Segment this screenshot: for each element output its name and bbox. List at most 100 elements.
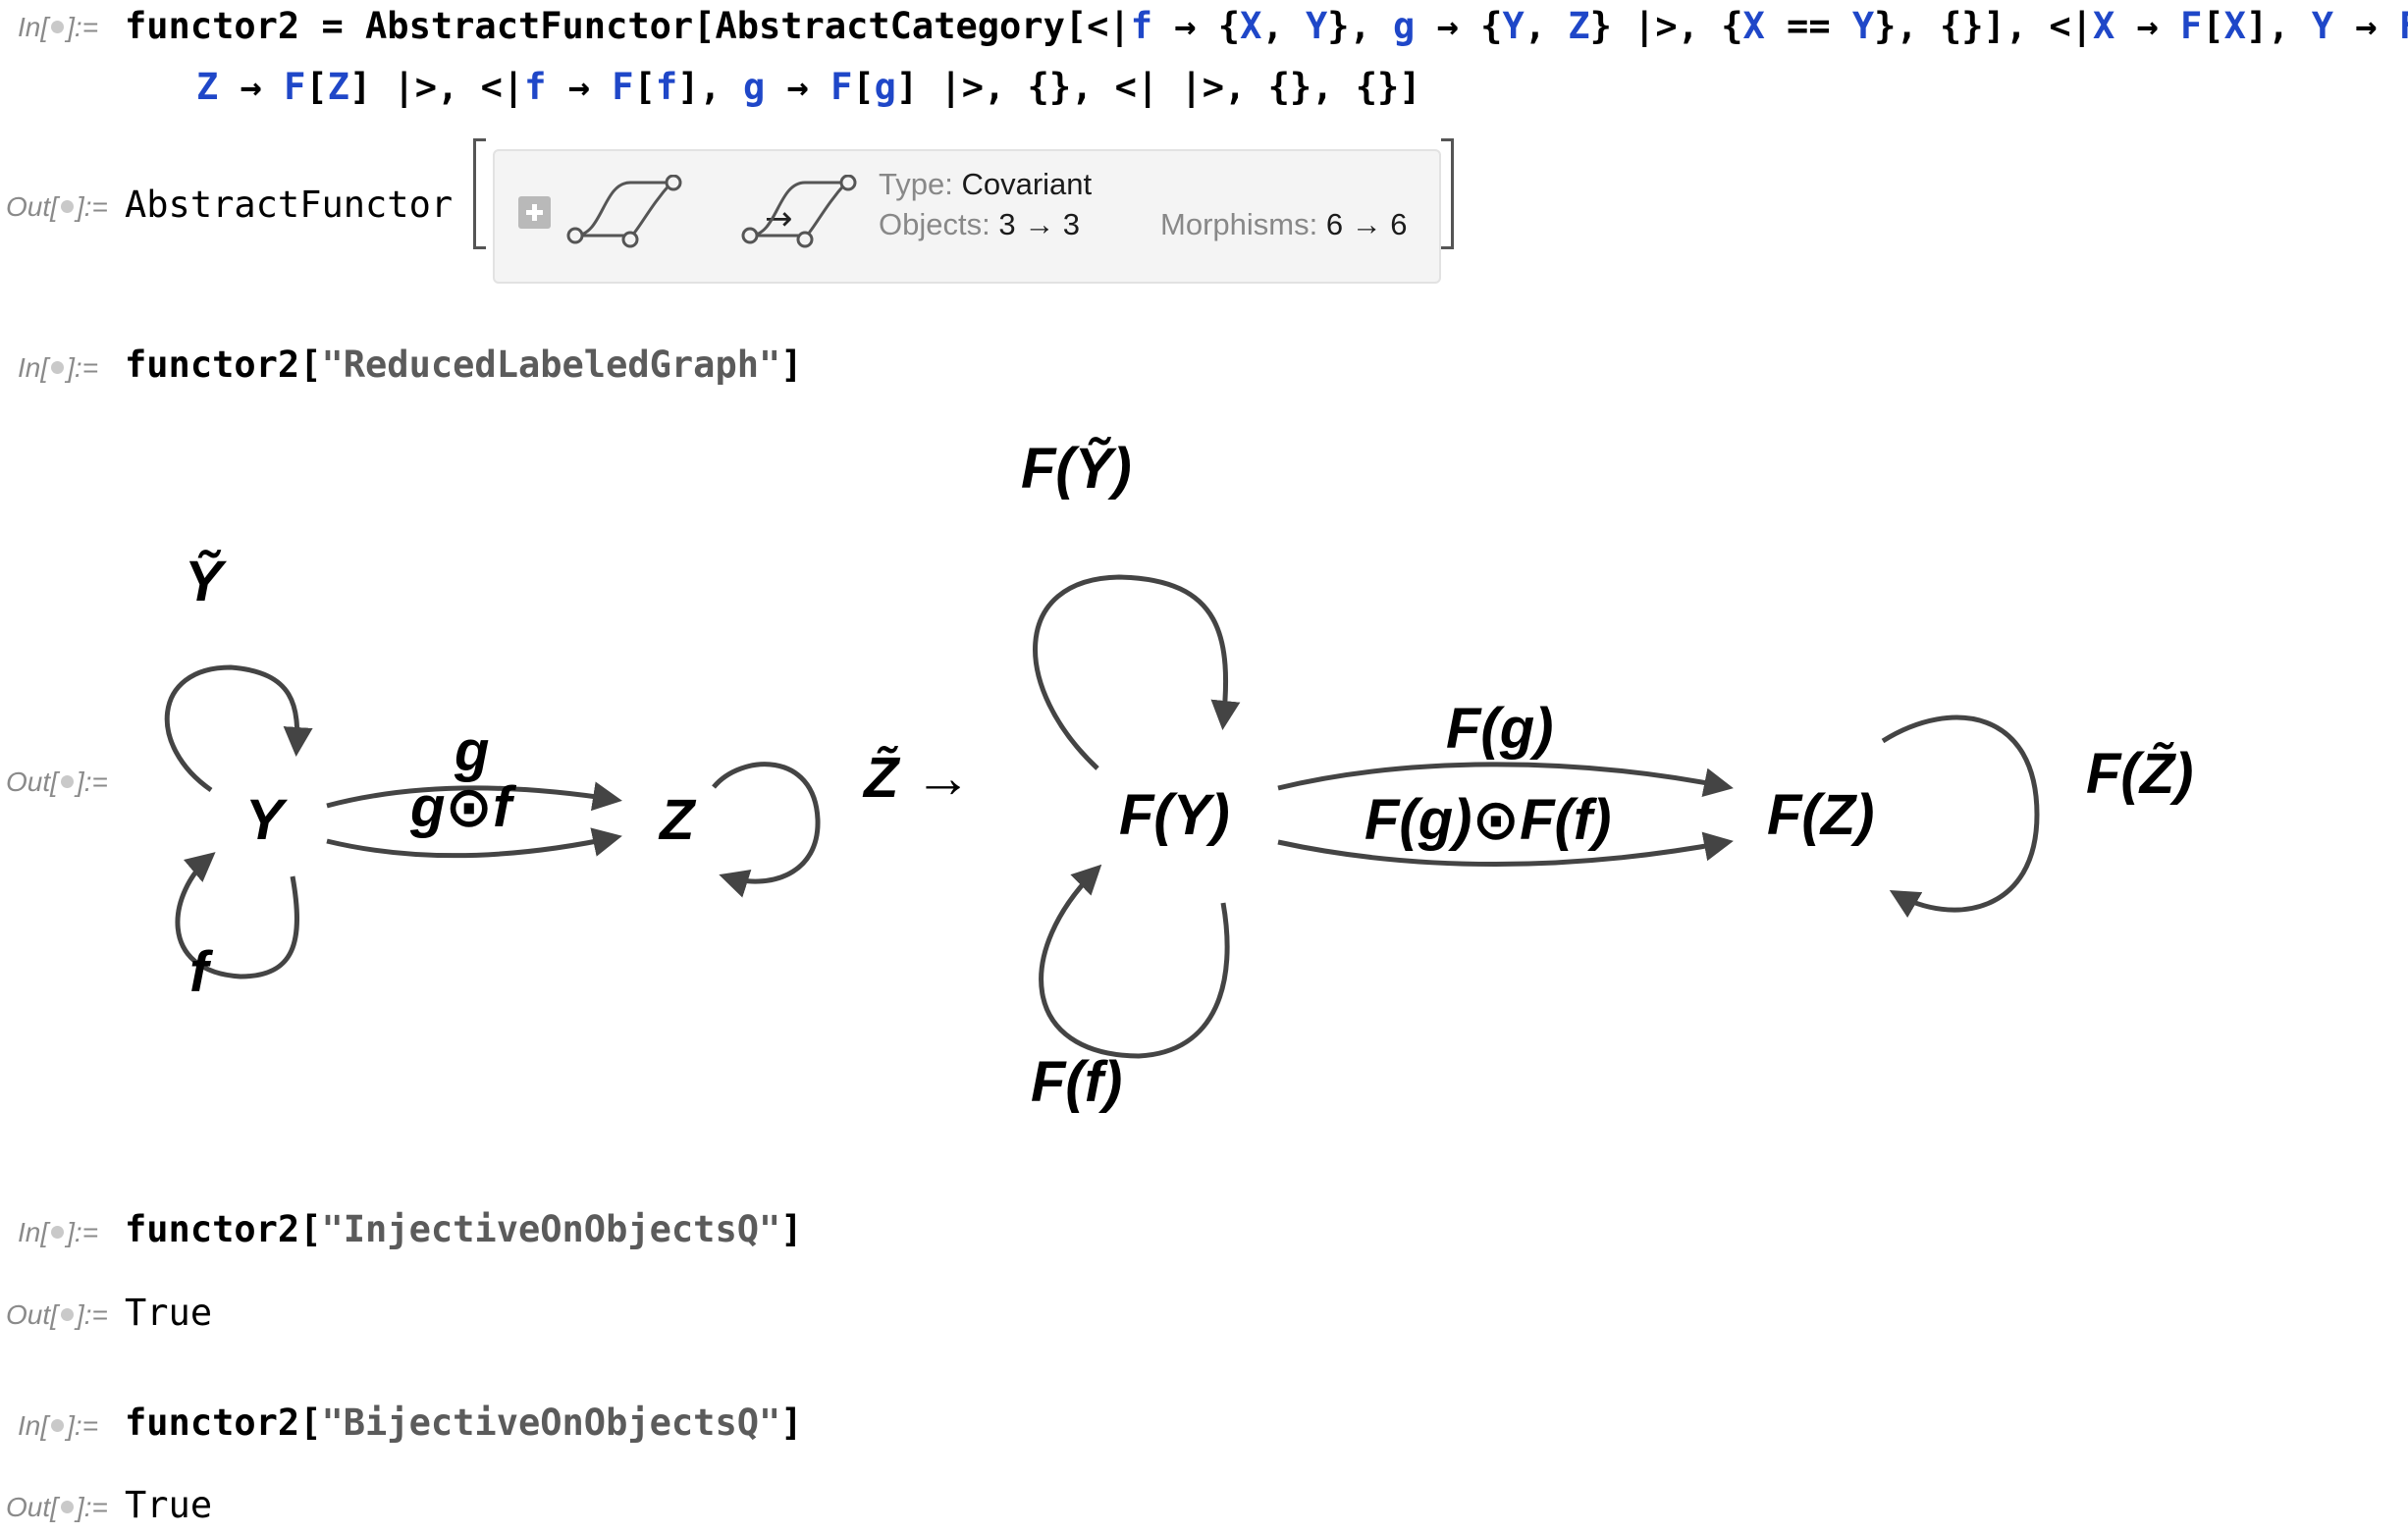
- code-symbol: g: [742, 66, 766, 108]
- edge-fg: [1277, 762, 1734, 798]
- loop-fy-bottom-edge: [1039, 864, 1230, 1059]
- loop-fy-top-edge: [1033, 574, 1241, 770]
- code-text: ],: [677, 66, 743, 108]
- loop-y-bottom-edge: [175, 852, 300, 979]
- code-symbol: F: [830, 66, 853, 108]
- code-text: [: [633, 66, 656, 108]
- output-head: AbstractFunctor: [125, 184, 454, 226]
- in-label-2: In[]:=: [18, 352, 99, 383]
- code-symbol: F: [2180, 5, 2203, 47]
- source-category-icon: [566, 175, 682, 248]
- edge-fg-circ-ff: [1277, 831, 1734, 867]
- input-bijective-on-objects[interactable]: functor2["BijectiveOnObjectsQ"]: [125, 1402, 803, 1444]
- code-symbol: f: [1130, 5, 1152, 47]
- code-text: },: [1327, 5, 1394, 47]
- code-text: →: [218, 66, 285, 108]
- in-label-1: In[]:=: [18, 12, 99, 42]
- cell-number-dot: [60, 1308, 74, 1322]
- objects-row: Objects: 3 → 3: [879, 207, 1081, 241]
- cell-number-dot: [51, 21, 65, 34]
- code-text: ,: [1261, 5, 1306, 47]
- node-z: Z: [658, 788, 697, 852]
- input-line-1[interactable]: functor2 = AbstractFunctor[AbstractCateg…: [125, 5, 2408, 47]
- label-g: g: [454, 719, 489, 783]
- code-text: ] |>, {}, <| |>, {}, {}]: [895, 66, 1421, 108]
- cell-number-dot: [51, 361, 65, 375]
- cell-number-dot: [51, 1226, 65, 1240]
- code-text: → {: [1151, 5, 1241, 47]
- code-symbol: Z: [327, 66, 349, 108]
- category-graph-icons: →: [566, 175, 857, 248]
- code-symbol: Y: [2311, 5, 2333, 47]
- loop-fz-edge: [1881, 714, 2040, 919]
- label-fy-tilde: F(Ỹ): [1021, 437, 1132, 501]
- type-row: Type: Covariant: [879, 167, 1093, 201]
- code-symbol: g: [874, 66, 896, 108]
- code-text: ,: [1524, 5, 1569, 47]
- loop-z-edge: [712, 762, 821, 898]
- out-label-2: Out[]:=: [6, 767, 108, 797]
- code-text: [: [2202, 5, 2224, 47]
- label-ff: F(f): [1031, 1050, 1122, 1114]
- code-symbol: Z: [196, 66, 219, 108]
- loop-y-top-edge: [164, 664, 313, 793]
- out-label-4: Out[]:=: [6, 1492, 108, 1522]
- close-bracket: [1441, 138, 1454, 249]
- code-symbol: X: [1742, 5, 1765, 47]
- code-symbol: X: [1240, 5, 1262, 47]
- expand-plus-icon[interactable]: [518, 196, 551, 229]
- code-text: ],: [2245, 5, 2312, 47]
- code-symbol: F: [284, 66, 306, 108]
- input-injective-on-objects[interactable]: functor2["InjectiveOnObjectsQ"]: [125, 1208, 803, 1250]
- cell-number-dot: [51, 1419, 65, 1433]
- node-fz: F(Z): [1767, 783, 1875, 847]
- functor-summary-box[interactable]: → Type: Covariant Objects: 3 → 3 Morphis…: [493, 149, 1441, 284]
- code-symbol: Z: [1568, 5, 1590, 47]
- code-symbol: f: [524, 66, 547, 108]
- code-text: →: [546, 66, 613, 108]
- code-text: }, {}], <|: [1874, 5, 2093, 47]
- code-symbol: Y: [1502, 5, 1525, 47]
- input-reduced-labeled-graph[interactable]: functor2["ReducedLabeledGraph"]: [125, 344, 803, 386]
- code-symbol: f: [655, 66, 678, 108]
- in-label-3: In[]:=: [18, 1217, 99, 1247]
- target-category-icon: [741, 175, 857, 248]
- code-symbol: Y: [1851, 5, 1875, 47]
- code-text: functor2 = AbstractFunctor[AbstractCateg…: [125, 5, 1131, 47]
- cell-number-dot: [60, 775, 74, 789]
- label-fg: F(g): [1446, 697, 1554, 761]
- code-text: ==: [1764, 5, 1852, 47]
- code-text: ] |>, <|: [348, 66, 525, 108]
- code-text: →: [2333, 5, 2399, 47]
- out-label-3: Out[]:=: [6, 1299, 108, 1330]
- code-text: →: [765, 66, 831, 108]
- label-y-tilde: Ỹ: [185, 550, 228, 613]
- code-symbol: F: [612, 66, 634, 108]
- label-fz-tilde: F(Z̃): [2086, 742, 2194, 806]
- code-symbol: g: [1393, 5, 1416, 47]
- code-text: } |>, {: [1589, 5, 1743, 47]
- cell-number-dot: [60, 1501, 74, 1514]
- code-text: → {: [1415, 5, 1503, 47]
- code-text: [: [305, 66, 328, 108]
- label-g-circ-f: g⊙f: [409, 775, 517, 839]
- edge-g: [326, 781, 622, 812]
- out-label-1: Out[]:=: [6, 191, 108, 222]
- code-symbol: X: [2223, 5, 2246, 47]
- label-z-tilde-arrow: Z̃ →: [862, 746, 972, 810]
- input-line-2[interactable]: Z → F[Z] |>, <|f → F[f], g → F[g] |>, {}…: [196, 66, 1421, 108]
- label-fg-circ-ff: F(g)⊙F(f): [1365, 788, 1611, 852]
- output-injective-result: True: [125, 1292, 213, 1334]
- in-label-4: In[]:=: [18, 1410, 99, 1441]
- node-fy: F(Y): [1119, 783, 1230, 847]
- code-text: [: [852, 66, 875, 108]
- code-symbol: X: [2092, 5, 2115, 47]
- code-text: →: [2114, 5, 2181, 47]
- morphisms-row: Morphisms: 6 → 6: [1160, 207, 1408, 241]
- cell-number-dot: [60, 200, 74, 214]
- code-symbol: Y: [1305, 5, 1328, 47]
- output-bijective-result: True: [125, 1484, 213, 1526]
- node-y: Y: [245, 788, 289, 852]
- open-bracket: [473, 138, 486, 249]
